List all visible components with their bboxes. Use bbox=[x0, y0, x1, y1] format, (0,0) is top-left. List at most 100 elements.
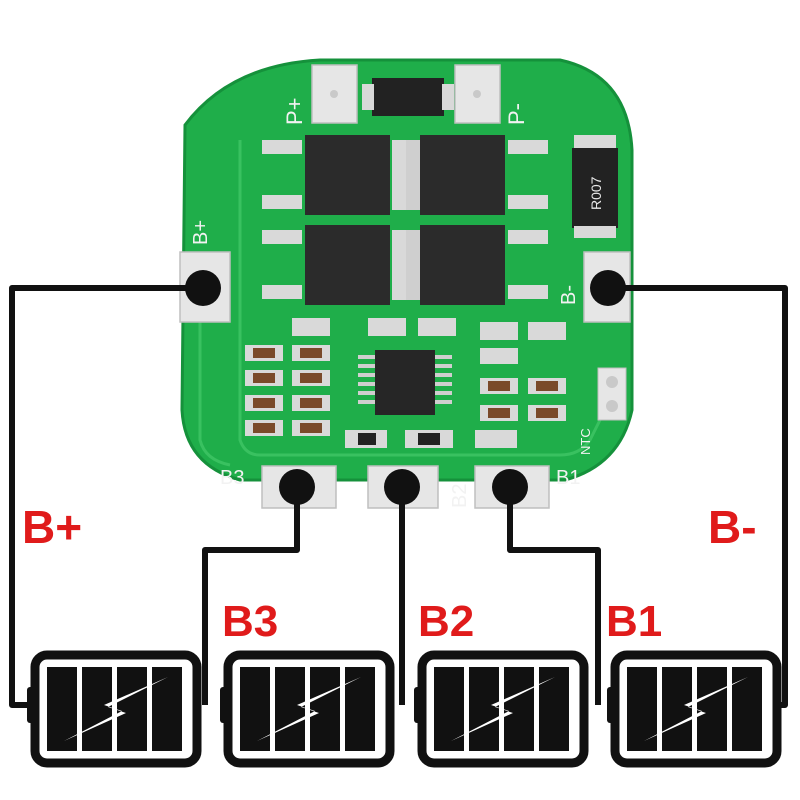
lightning-icon bbox=[64, 677, 168, 741]
pad-p-minus bbox=[454, 64, 501, 124]
node-b2 bbox=[384, 469, 420, 505]
battery-cell bbox=[539, 667, 569, 751]
mosfet-tab-4 bbox=[406, 230, 420, 300]
label-b2: B2 bbox=[418, 597, 474, 646]
mosfet-pin bbox=[262, 195, 302, 209]
mosfet-pin bbox=[262, 230, 302, 244]
battery-cell bbox=[310, 667, 340, 751]
smd-part bbox=[292, 318, 330, 336]
smd-bodies bbox=[253, 348, 558, 433]
wire-b3 bbox=[202, 487, 300, 705]
battery-4 bbox=[607, 650, 782, 768]
battery-cell bbox=[47, 667, 77, 751]
battery-cell bbox=[117, 667, 147, 751]
shunt-resistor-pad-top bbox=[574, 135, 616, 149]
smd-part bbox=[528, 322, 566, 340]
smd-part bbox=[475, 430, 517, 448]
pad-p-plus-hole bbox=[330, 90, 338, 98]
battery-cell bbox=[82, 667, 112, 751]
mosfet-pin bbox=[508, 230, 548, 244]
label-b3: B3 bbox=[222, 597, 278, 646]
ic-pin bbox=[358, 364, 375, 368]
battery-cell bbox=[240, 667, 270, 751]
pad-b-plus-label: B+ bbox=[190, 220, 212, 245]
battery-3 bbox=[414, 650, 589, 768]
battery-cell bbox=[275, 667, 305, 751]
smd-part bbox=[480, 322, 518, 340]
node-b3 bbox=[279, 469, 315, 505]
pad-p-plus-label: P+ bbox=[282, 97, 307, 125]
pcb-board: P+ P- bbox=[179, 58, 634, 509]
label-b1: B1 bbox=[606, 597, 662, 646]
mosfet-tab-2 bbox=[406, 140, 420, 210]
pad-b1-label: B1 bbox=[556, 467, 580, 489]
pad-p-minus-label: P- bbox=[504, 103, 529, 125]
ic-pin bbox=[435, 355, 452, 359]
battery-cell bbox=[697, 667, 727, 751]
ic-pin bbox=[435, 391, 452, 395]
wire-nodes bbox=[185, 270, 626, 505]
battery-cell bbox=[469, 667, 499, 751]
battery-cell bbox=[345, 667, 375, 751]
smd-dark-part bbox=[358, 433, 376, 445]
ntc-hole bbox=[606, 376, 618, 388]
ic-pin bbox=[435, 373, 452, 377]
smd-body bbox=[253, 423, 275, 433]
top-diode-tab-left bbox=[362, 84, 374, 110]
pad-b-minus-label: B- bbox=[558, 285, 580, 305]
protection-ic-pins bbox=[358, 355, 452, 404]
pad-b3-label: B3 bbox=[220, 467, 244, 489]
ntc-label: NTC bbox=[578, 428, 593, 455]
mosfet-array bbox=[262, 135, 548, 305]
label-b-plus: B+ bbox=[22, 501, 82, 553]
battery-cell bbox=[152, 667, 182, 751]
smd-body bbox=[536, 381, 558, 391]
ic-pin bbox=[358, 391, 375, 395]
battery-2 bbox=[220, 650, 395, 768]
ntc-hole bbox=[606, 400, 618, 412]
mosfet-2 bbox=[420, 135, 505, 215]
smd-part bbox=[368, 318, 406, 336]
shunt-resistor-label: R007 bbox=[588, 176, 604, 210]
ntc-pad bbox=[597, 367, 627, 421]
battery-cell bbox=[627, 667, 657, 751]
smd-body bbox=[253, 398, 275, 408]
mosfet-tab-1 bbox=[392, 140, 406, 210]
battery-1 bbox=[27, 650, 202, 768]
top-diode-tab-right bbox=[442, 84, 454, 110]
smd-body bbox=[300, 348, 322, 358]
smd-body bbox=[300, 398, 322, 408]
smd-body bbox=[536, 408, 558, 418]
label-b-minus: B- bbox=[708, 501, 757, 553]
lightning-icon bbox=[451, 677, 555, 741]
mosfet-pin bbox=[262, 140, 302, 154]
smd-body bbox=[300, 373, 322, 383]
pcb-trace-outline bbox=[238, 140, 602, 457]
lightning-icon bbox=[257, 677, 361, 741]
node-b1 bbox=[492, 469, 528, 505]
smd-body bbox=[488, 408, 510, 418]
battery-cell bbox=[732, 667, 762, 751]
mosfet-tab-3 bbox=[392, 230, 406, 300]
ic-pin bbox=[358, 355, 375, 359]
mosfet-pin bbox=[508, 140, 548, 154]
pad-b2-label: B2 bbox=[449, 484, 471, 508]
shunt-resistor-pad-bottom bbox=[574, 226, 616, 238]
wire-b1 bbox=[507, 487, 601, 705]
ic-pin bbox=[358, 400, 375, 404]
pcb-trace-left bbox=[198, 300, 231, 467]
ic-pin bbox=[358, 373, 375, 377]
mosfet-4 bbox=[420, 225, 505, 305]
wire-b-plus bbox=[9, 285, 203, 708]
smd-part bbox=[480, 348, 518, 364]
node-b-plus bbox=[185, 270, 221, 306]
smd-dark-part bbox=[418, 433, 440, 445]
mosfet-3 bbox=[305, 225, 390, 305]
battery-pack bbox=[27, 650, 782, 768]
battery-cell bbox=[504, 667, 534, 751]
smd-body bbox=[488, 381, 510, 391]
mosfet-pin bbox=[262, 285, 302, 299]
node-b-minus bbox=[590, 270, 626, 306]
top-diode bbox=[372, 78, 444, 116]
shunt-resistor bbox=[572, 148, 618, 228]
